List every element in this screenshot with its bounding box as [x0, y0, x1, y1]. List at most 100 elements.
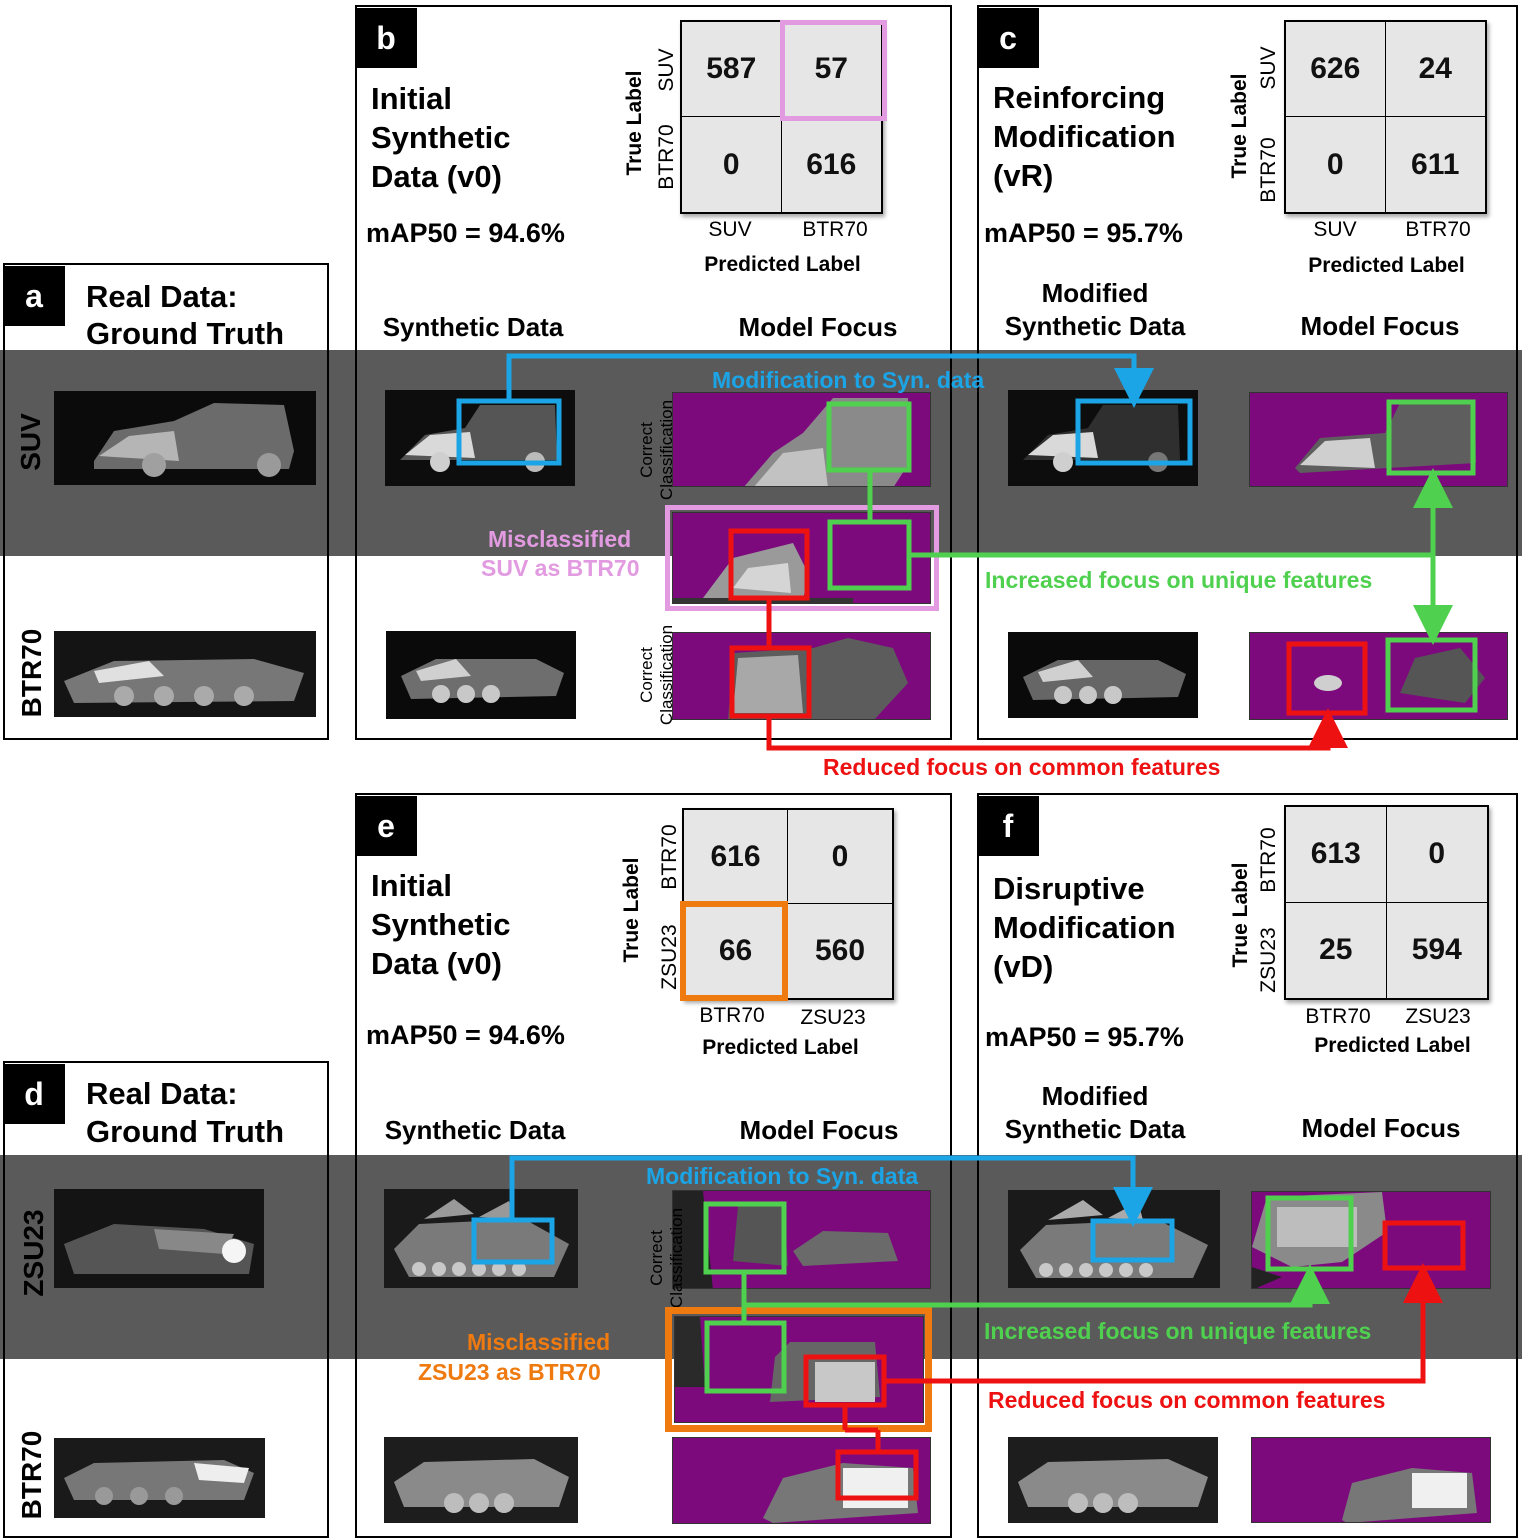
- cm-cell: 25: [1286, 902, 1387, 998]
- cm-cell: 611: [1411, 147, 1460, 181]
- modified-btr70-image: [1008, 632, 1198, 718]
- cm-cell: 616: [684, 810, 788, 904]
- cm-cell: 24: [1385, 22, 1485, 117]
- real-zsu23-image: [54, 1189, 264, 1288]
- panel-b-title-line1: Initial: [371, 81, 452, 116]
- cm-cell: 626: [1286, 22, 1386, 117]
- panel-d-title-line1: Real Data:: [86, 1076, 238, 1111]
- panel-a: [3, 263, 329, 740]
- cm-col-label: ZSU23: [800, 1006, 866, 1029]
- reduced-focus-label-top: Reduced focus on common features: [823, 754, 1221, 780]
- cm-cell: 616: [806, 147, 857, 181]
- cm-true-label: True Label: [1228, 73, 1251, 179]
- panel-f-title-line3: (vD): [993, 949, 1054, 984]
- synthetic-btr70-image: [384, 1437, 578, 1523]
- cm-pred-label: Predicted Label: [1314, 1034, 1471, 1057]
- cm-cell: 594: [1411, 933, 1462, 967]
- hdr-model-focus: Model Focus: [1301, 1113, 1461, 1143]
- cm-row-label: ZSU23: [1257, 927, 1280, 993]
- cm-row-label: BTR70: [658, 824, 681, 890]
- synthetic-btr70-image: [386, 631, 576, 719]
- cm-cell: 0: [1386, 807, 1487, 903]
- panel-e-title-line3: Data (v0): [371, 946, 502, 981]
- cm-cell: 0: [788, 810, 892, 904]
- cm-cell: 587: [682, 22, 782, 117]
- hdr-synthetic-data: Synthetic Data: [382, 312, 564, 342]
- panel-f-confusion-matrix: 613 0 25 594: [1284, 805, 1489, 1000]
- cm-col-label: SUV: [708, 218, 752, 241]
- misclass-highlight-box: [780, 20, 887, 121]
- panel-c-tag: c: [977, 8, 1039, 68]
- panel-a-title-line1: Real Data:: [86, 279, 238, 314]
- hdr-model-focus: Model Focus: [738, 312, 898, 342]
- modification-label-bottom: Modification to Syn. data: [646, 1163, 919, 1189]
- focus-btr70-modified: [1249, 632, 1508, 720]
- misclass-frame-suv: [665, 505, 939, 611]
- cm-col-label: BTR70: [802, 218, 868, 241]
- focus-btr70-correct: [672, 632, 931, 720]
- real-suv-image: [54, 391, 316, 485]
- synthetic-suv-image: [385, 390, 575, 486]
- cm-cell: 0: [682, 117, 782, 212]
- focus-suv-misclassified: [672, 512, 931, 604]
- panel-f-title-line1: Disruptive: [993, 871, 1145, 906]
- real-btr70-image: [54, 631, 316, 717]
- row-label-btr70: BTR70: [16, 1430, 47, 1520]
- real-btr70-image: [54, 1438, 265, 1518]
- focus-zsu23-misclassified: [674, 1316, 924, 1423]
- cm-true-label: True Label: [620, 857, 643, 963]
- cm-row-label: BTR70: [1257, 137, 1280, 203]
- panel-d: [3, 1061, 329, 1538]
- misclassified-zsu23-label-2: ZSU23 as BTR70: [418, 1359, 601, 1385]
- misclassified-suv-label-2: SUV as BTR70: [481, 555, 640, 581]
- panel-b-title-line2: Synthetic: [371, 120, 511, 155]
- misclassified-zsu23-label-1: Misclassified: [467, 1329, 611, 1355]
- focus-zsu23-modified: [1251, 1191, 1491, 1289]
- panel-b-map: mAP50 = 94.6%: [366, 218, 565, 248]
- increased-focus-label-bottom: Increased focus on unique features: [984, 1318, 1372, 1344]
- focus-zsu23-correct: [672, 1190, 931, 1289]
- hdr-model-focus: Model Focus: [1300, 311, 1460, 341]
- cm-pred-label: Predicted Label: [704, 253, 861, 276]
- row-label-suv: SUV: [15, 413, 46, 471]
- modified-suv-image: [1008, 390, 1198, 486]
- focus-btr70-modified: [1251, 1437, 1491, 1523]
- panel-f-tag: f: [977, 796, 1039, 856]
- panel-e-tag: e: [355, 796, 417, 856]
- hdr-synthetic-data: Synthetic Data: [384, 1115, 566, 1145]
- increased-focus-label-top: Increased focus on unique features: [985, 567, 1373, 593]
- cm-row-label: BTR70: [1257, 827, 1280, 893]
- cm-pred-label: Predicted Label: [702, 1036, 859, 1059]
- panel-f-title-line2: Modification: [993, 910, 1176, 945]
- panel-c-map: mAP50 = 95.7%: [984, 218, 1183, 248]
- focus-suv-modified: [1249, 392, 1508, 487]
- panel-c-title-line1: Reinforcing: [993, 80, 1166, 115]
- focus-suv-correct: [672, 392, 931, 487]
- panel-b-title-line3: Data (v0): [371, 159, 502, 194]
- cm-row-label: SUV: [655, 48, 678, 92]
- panel-f-map: mAP50 = 95.7%: [985, 1022, 1184, 1052]
- panel-b-tag: b: [355, 8, 417, 68]
- cm-col-label: BTR70: [1405, 218, 1471, 241]
- focus-btr70-correct: [672, 1437, 931, 1524]
- cm-col-label: SUV: [1313, 218, 1357, 241]
- modified-zsu23-image: [1008, 1190, 1220, 1288]
- misclassified-suv-label-1: Misclassified: [488, 526, 632, 552]
- cm-cell: 0: [1286, 117, 1386, 212]
- panel-a-tag: a: [3, 266, 65, 326]
- cm-true-label: True Label: [1229, 862, 1252, 968]
- panel-c-confusion-matrix: 626 24 0 611: [1284, 20, 1487, 214]
- cm-true-label: True Label: [623, 70, 646, 176]
- cm-pred-label: Predicted Label: [1308, 254, 1465, 277]
- panel-e-title-line2: Synthetic: [371, 907, 511, 942]
- modified-btr70-image: [1008, 1437, 1218, 1523]
- hdr-model-focus: Model Focus: [739, 1115, 899, 1145]
- panel-c-title-line2: Modification: [993, 119, 1176, 154]
- cm-row-label: ZSU23: [658, 924, 681, 990]
- panel-e-title-line1: Initial: [371, 868, 452, 903]
- modification-label-top: Modification to Syn. data: [712, 367, 985, 393]
